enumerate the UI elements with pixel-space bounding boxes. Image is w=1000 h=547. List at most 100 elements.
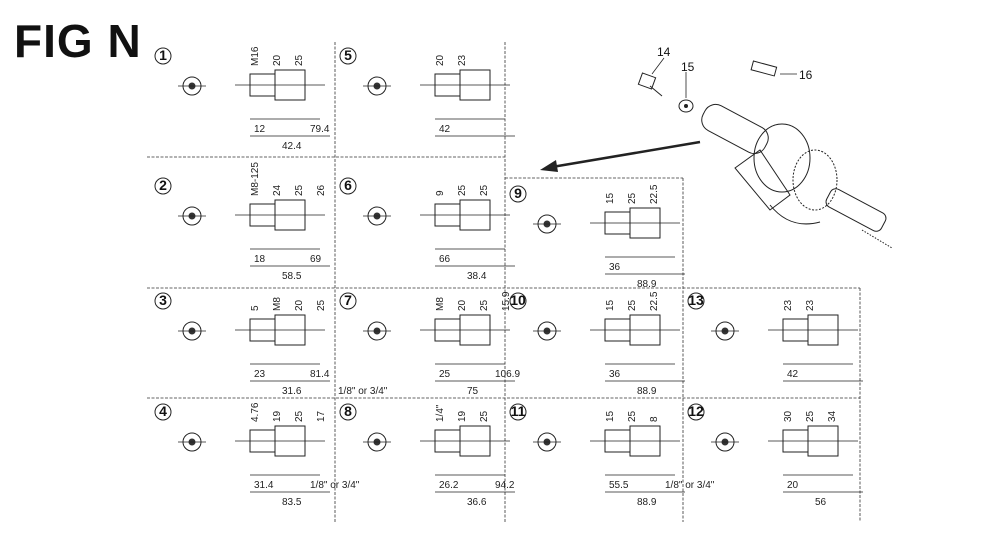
dimension-label: 79.4 [310,124,330,135]
dimension-label: 42 [787,369,799,380]
variant-label: 12 [688,403,704,419]
dimension-label: 56 [815,497,827,508]
label-circle [154,292,172,310]
dimension-label: 5 [250,305,261,311]
pointer-arrow [540,140,701,172]
dimension-label: M8 [435,297,446,311]
dimension-label: 36 [609,262,621,273]
dimension-label: 20 [272,54,283,66]
dimension-label: 15 [605,299,616,311]
dimension-label: 1/8" or 3/4" [338,386,388,397]
dimension-label: 88.9 [637,386,657,397]
dimension-label: 15 [605,410,616,422]
dimension-label: 8 [649,416,660,422]
dimension-label: 31.4 [254,480,274,491]
dimension-label: 36.6 [467,497,487,508]
callout-16: 16 [799,68,813,82]
dimension-label: 66 [439,254,451,265]
dimension-label: 69 [310,254,322,265]
dimension-label: 18 [254,254,266,265]
dimension-label: 1/8" or 3/4" [310,480,360,491]
dimension-label: 36 [609,369,621,380]
crankshaft-illustration [701,103,893,249]
dimension-label: 4.76 [250,402,261,422]
label-circle [687,403,705,421]
dimension-label: 25 [627,410,638,422]
figure-title: FIG N [14,15,142,67]
washer-part [678,99,694,113]
variant-label: 6 [344,177,352,193]
label-circle [509,292,527,310]
label-circle [687,292,705,310]
dimension-label: 26 [316,184,327,196]
dimension-label: 22.5 [649,184,660,204]
label-circle [509,185,527,203]
dimension-label: 58.5 [282,271,302,282]
dimension-label: 25 [805,410,816,422]
variant-label: 7 [344,292,352,308]
dimension-label: 42 [439,124,451,135]
panel-grid [147,42,861,522]
dimension-label: 88.9 [637,279,657,290]
variant-label: 9 [514,185,522,201]
dimension-label: 25 [479,410,490,422]
dimension-label: 20 [294,299,305,311]
dimension-label: 75 [467,386,479,397]
dimension-label: 83.5 [282,497,302,508]
variant-panel-13: 13 23 23 42 [687,292,863,382]
dimension-label: 25 [439,369,451,380]
dimension-label: M16 [250,46,261,66]
variant-label: 11 [511,403,526,419]
dimension-label: 23 [457,54,468,66]
dimension-label: 31.6 [282,386,302,397]
variant-panel-5: 5 20 23 42 [339,47,515,137]
variant-label: 10 [510,292,526,308]
bolt-part [637,72,663,97]
callout-15: 15 [681,60,695,74]
variant-panel-12: 12 30 25 34 20 56 [687,403,863,508]
dimension-label: 24 [272,184,283,196]
dimension-label: 20 [787,480,799,491]
dimension-label: 23 [805,299,816,311]
dimension-label: 25 [457,184,468,196]
dimension-label: 12 [254,124,266,135]
dimension-label: 25 [294,184,305,196]
dimension-label: 9 [435,190,446,196]
dimension-label: 34 [827,410,838,422]
label-circle [154,47,172,65]
variant-label: 13 [688,292,704,308]
label-circle [339,177,357,195]
variant-label: 4 [159,403,167,419]
dimension-label: 94.2 [495,480,515,491]
dimension-label: 20 [435,54,446,66]
dimension-label: 1/4" [435,404,446,422]
label-circle [339,292,357,310]
dimension-label: 1/8" or 3/4" [665,480,715,491]
dimension-label: M8-125 [250,162,261,196]
variant-label: 5 [344,47,352,63]
dimension-label: 25 [627,299,638,311]
dimension-label: 30 [783,410,794,422]
variant-label: 3 [159,292,167,308]
dimension-label: 55.5 [609,480,629,491]
dimension-label: 25 [479,299,490,311]
dimension-label: 25 [294,54,305,66]
key-part [750,60,778,77]
label-circle [339,47,357,65]
label-circle [339,403,357,421]
dimension-label: 25 [294,410,305,422]
dimension-label: 23 [783,299,794,311]
dimension-label: 81.4 [310,369,330,380]
dimension-label: 106.9 [495,369,520,380]
